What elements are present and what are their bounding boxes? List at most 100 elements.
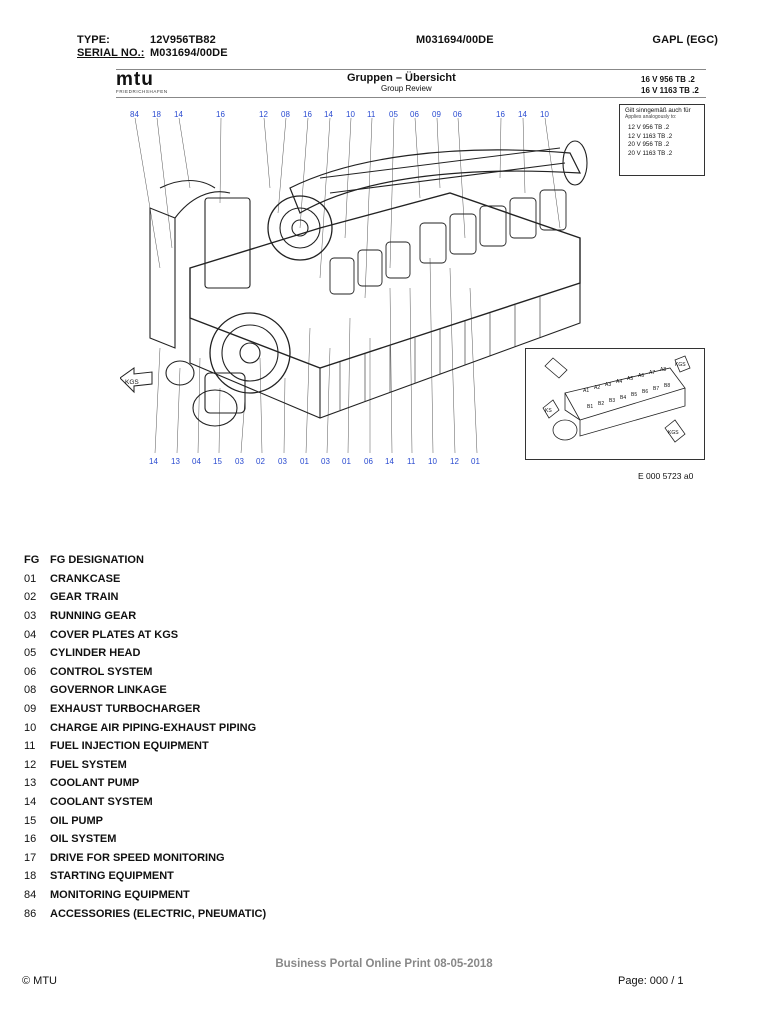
- type-value: 12V956TB82: [150, 34, 216, 46]
- table-row: 04 COVER PLATES AT KGS: [24, 625, 424, 644]
- callout-number: 03: [278, 457, 287, 466]
- callout-number: 09: [432, 110, 441, 119]
- callout-number: 03: [321, 457, 330, 466]
- fg-code: 13: [24, 777, 37, 790]
- fg-code: 05: [24, 647, 37, 660]
- callout-number: 14: [149, 457, 158, 466]
- validity-item: 20 V 956 TB .2: [628, 141, 670, 149]
- inset-direction-label: KS: [545, 408, 552, 414]
- fg-code: 17: [24, 851, 37, 864]
- callout-number: 12: [450, 457, 459, 466]
- callout-number: 16: [216, 110, 225, 119]
- callout-number: 14: [324, 110, 333, 119]
- callout-number: 10: [428, 457, 437, 466]
- validity-item: 12 V 1163 TB .2: [628, 132, 673, 140]
- callout-number: 14: [518, 110, 527, 119]
- fg-code: 84: [24, 888, 37, 901]
- callout-number: 05: [389, 110, 398, 119]
- callout-number: 14: [385, 457, 394, 466]
- validity-item: 12 V 956 TB .2: [628, 124, 670, 131]
- cylinder-label: A7: [649, 370, 655, 376]
- cylinder-label: A2: [594, 385, 600, 391]
- drawing-header-rule: [116, 97, 706, 98]
- callout-number: 18: [152, 110, 161, 119]
- cylinder-label: A3: [605, 382, 611, 388]
- type-label: TYPE:: [77, 34, 110, 46]
- cylinder-label: A4: [616, 379, 622, 385]
- validity-title: Gilt sinngemäß auch für: [625, 107, 691, 114]
- document-number: M031694/00DE: [416, 34, 494, 46]
- fg-designation: RUNNING GEAR: [50, 610, 137, 623]
- fg-designation: COOLANT SYSTEM: [50, 796, 153, 809]
- cylinder-label: B2: [598, 401, 604, 407]
- fg-code: 14: [24, 796, 37, 809]
- cylinder-label: B6: [642, 389, 648, 395]
- table-row: 16 OIL SYSTEM: [24, 830, 424, 849]
- table-row: 03 RUNNING GEAR: [24, 607, 424, 626]
- validity-box: Gilt sinngemäß auch für Applies analogou…: [619, 104, 705, 176]
- callout-number: 16: [496, 110, 505, 119]
- callout-number: 08: [281, 110, 290, 119]
- serial-value: M031694/00DE: [150, 47, 228, 59]
- cylinder-label: B8: [664, 383, 670, 389]
- mtu-logo: mtu FRIEDRICHSHAFEN: [116, 69, 168, 94]
- drawing-subtitle: Group Review: [381, 84, 432, 93]
- leader-lines: [134, 118, 561, 453]
- callout-number: 01: [342, 457, 351, 466]
- fg-designation: STARTING EQUIPMENT: [50, 870, 174, 883]
- callout-number: 10: [540, 110, 549, 119]
- callout-number: 06: [364, 457, 373, 466]
- engine-variant-2: 16 V 1163 TB .2: [641, 86, 699, 95]
- callout-number: 03: [235, 457, 244, 466]
- callout-number: 04: [192, 457, 201, 466]
- table-row: 08 GOVERNOR LINKAGE: [24, 681, 424, 700]
- engine-variant-1: 16 V 956 TB .2: [641, 75, 695, 84]
- serial-label: SERIAL NO.:: [77, 47, 145, 59]
- fg-designation: OIL SYSTEM: [50, 833, 117, 846]
- table-row: 15 OIL PUMP: [24, 811, 424, 830]
- cylinder-label: B7: [653, 386, 659, 392]
- page-indicator: Page: 000 / 1: [618, 975, 684, 987]
- fg-code: 04: [24, 628, 37, 641]
- cylinder-label: B3: [609, 398, 615, 404]
- callout-number: 10: [346, 110, 355, 119]
- cylinder-label: B1: [587, 404, 593, 410]
- callout-number: 11: [367, 110, 376, 119]
- fg-designation: FUEL INJECTION EQUIPMENT: [50, 740, 209, 753]
- fg-designation: ACCESSORIES (ELECTRIC, PNEUMATIC): [50, 907, 267, 920]
- callout-number: 15: [213, 457, 222, 466]
- cylinder-label: A8: [660, 367, 666, 373]
- column-header-designation: FG DESIGNATION: [50, 554, 144, 567]
- callout-number: 01: [300, 457, 309, 466]
- cylinder-label: A5: [627, 376, 633, 382]
- fg-designation: OIL PUMP: [50, 814, 103, 827]
- logo-word: mtu: [116, 69, 154, 90]
- engine-outline: [120, 118, 588, 453]
- fg-code: 86: [24, 907, 37, 920]
- table-header: FG FG DESIGNATION: [24, 551, 424, 570]
- cylinder-label: B4: [620, 395, 626, 401]
- fg-designation: COVER PLATES AT KGS: [50, 628, 179, 641]
- fg-code: 03: [24, 610, 37, 623]
- validity-item: 20 V 1163 TB .2: [628, 150, 673, 158]
- fg-designation: GOVERNOR LINKAGE: [50, 684, 167, 697]
- fg-code: 02: [24, 591, 37, 604]
- drawing-top-rule: [116, 69, 706, 70]
- cylinder-layout-inset: A1 A2 A3 A4 A5 A6 A7 A8 B1 B2 B3 B4 B5 B…: [525, 348, 705, 460]
- fg-designation: COOLANT PUMP: [50, 777, 140, 790]
- fg-code: 06: [24, 665, 37, 678]
- fg-code: 16: [24, 833, 37, 846]
- cylinder-label: A1: [583, 388, 589, 394]
- fg-code: 09: [24, 703, 37, 716]
- fg-code: 10: [24, 721, 37, 734]
- fg-code: 15: [24, 814, 37, 827]
- fg-code: 08: [24, 684, 37, 697]
